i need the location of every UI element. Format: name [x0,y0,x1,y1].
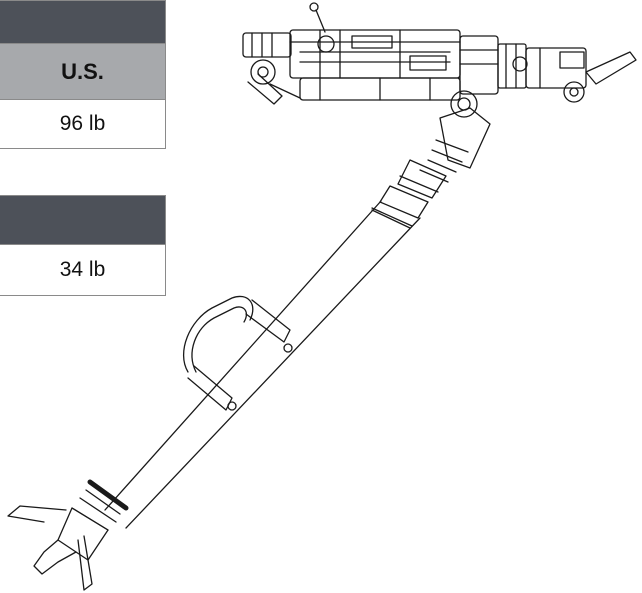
gun-body [242,2,637,118]
table-header-dark [0,196,165,244]
weight-table-bottom: 34 lb [0,195,166,296]
weight-table-top: U.S. 96 lb [0,0,166,149]
weight-value-top: 96 lb [0,99,165,148]
spray-tip-guard [7,505,109,591]
weight-value-bottom: 34 lb [0,244,165,295]
table-header-dark [0,1,165,43]
extension-pole [71,159,447,531]
units-column-label: U.S. [0,43,165,99]
swivel-joint [419,107,491,183]
